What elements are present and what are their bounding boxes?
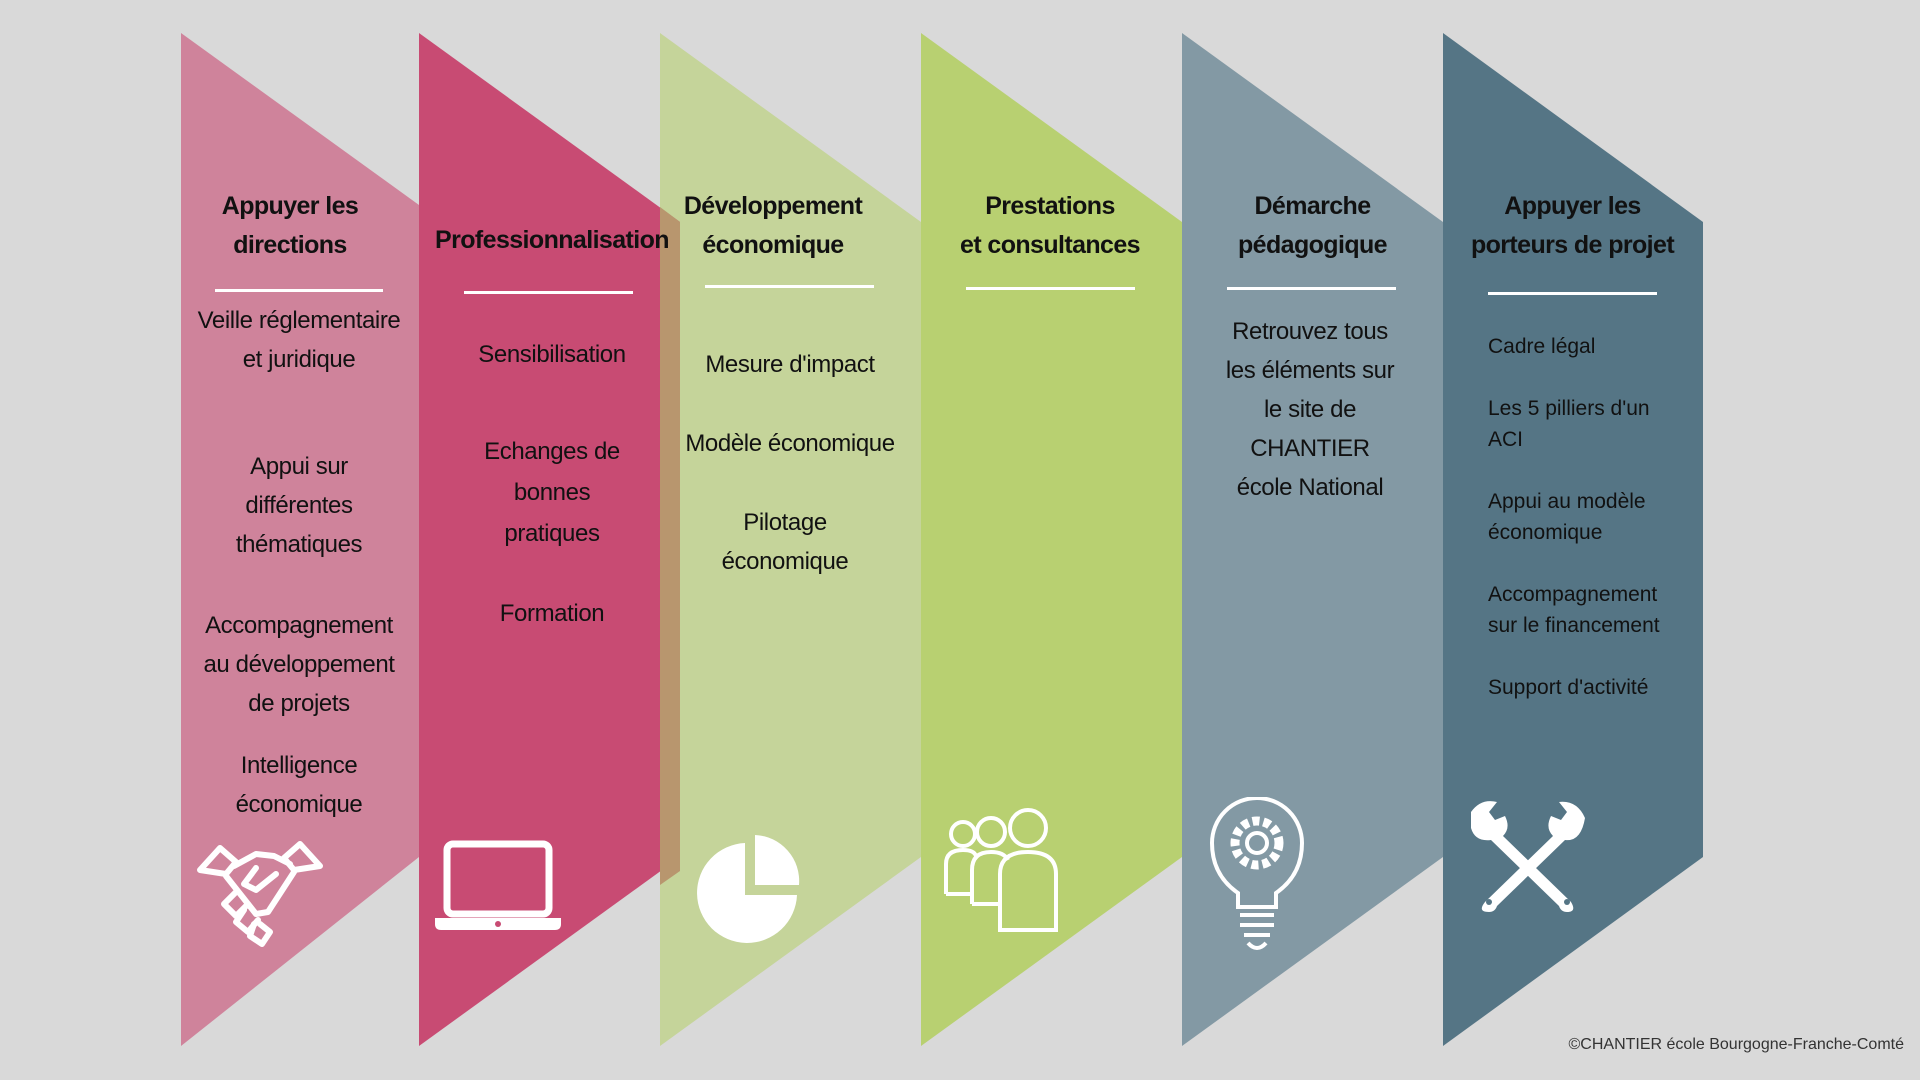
people-icon	[944, 808, 1058, 932]
title-line: directions	[233, 231, 347, 259]
column-5-title: Démarche pédagogique	[1200, 187, 1425, 265]
title-line: économique	[702, 231, 844, 259]
list-item: Appui au modèle économique	[1488, 490, 1646, 544]
list-item: Cadre légal	[1488, 335, 1596, 358]
title-line: Professionnalisation	[435, 226, 669, 254]
list-item: Retrouvez tous les éléments sur le site …	[1225, 318, 1395, 501]
title-line: Développement	[683, 192, 863, 220]
panel-6	[1443, 33, 1703, 1046]
title-line: Démarche	[1254, 192, 1371, 220]
list-item: Formation	[499, 600, 605, 627]
panel-overlap	[660, 207, 680, 885]
column-1-title: Appuyer les directions	[190, 187, 390, 265]
list-item: Echanges de bonnes pratiques	[484, 438, 620, 547]
column-2-title: Professionnalisation	[422, 221, 682, 260]
title-line: pédagogique	[1238, 231, 1388, 259]
list-item: Support d'activité	[1488, 676, 1649, 699]
lightbulb-gear-icon	[1210, 797, 1304, 950]
list-item: Pilotage économique	[721, 509, 849, 575]
column-4-title: Prestations et consultances	[935, 187, 1165, 265]
column-6-title: Appuyer les porteurs de projet	[1455, 187, 1690, 265]
column-3-title: Développement économique	[663, 187, 883, 265]
divider	[1488, 292, 1657, 295]
list-item: Intelligence économique	[235, 752, 363, 818]
list-item: Accompagnement sur le financement	[1488, 583, 1660, 637]
title-line: et consultances	[960, 231, 1141, 259]
list-item: Sensibilisation	[478, 341, 626, 368]
handshake-icon	[197, 841, 323, 947]
panel-5	[1182, 33, 1443, 1046]
pie-chart-icon	[697, 835, 800, 943]
title-line: porteurs de projet	[1470, 231, 1675, 259]
divider	[464, 291, 633, 294]
list-item: Accompagnement au développement de proje…	[203, 612, 395, 717]
divider	[1227, 287, 1396, 290]
title-line: Prestations	[985, 192, 1115, 220]
title-line: Appuyer les	[221, 192, 359, 220]
list-item: Les 5 pilliers d'un ACI	[1488, 397, 1650, 451]
wrench-tools-icon	[1471, 801, 1585, 912]
list-item: Appui sur différentes thématiques	[235, 453, 363, 558]
title-line: Appuyer les	[1504, 192, 1641, 220]
panel-1	[181, 33, 419, 1046]
list-item: Mesure d'impact	[705, 351, 875, 378]
panel-4	[921, 33, 1182, 1046]
divider	[215, 289, 383, 292]
copyright: ©CHANTIER école Bourgogne-Franche-Comté	[1568, 1036, 1904, 1053]
divider	[705, 285, 874, 288]
panel-2	[419, 33, 680, 1046]
list-item: Modèle économique	[685, 430, 895, 457]
laptop-icon	[435, 840, 561, 930]
list-item: Veille réglementaire et juridique	[197, 307, 401, 373]
divider	[966, 287, 1135, 290]
